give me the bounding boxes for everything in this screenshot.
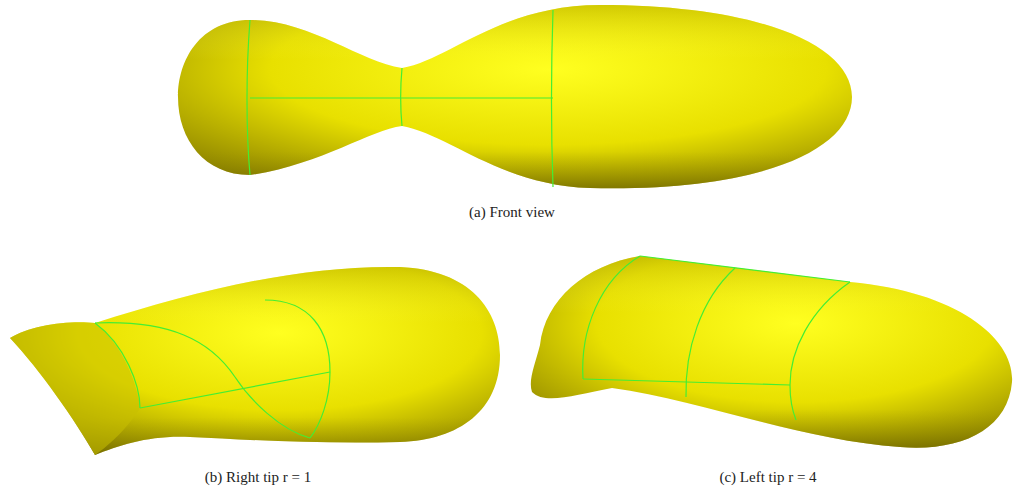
right-tip-shape <box>10 267 500 455</box>
caption-c: (c) Left tip r = 4 <box>719 469 816 486</box>
left-tip-shape <box>531 256 1012 448</box>
caption-b: (b) Right tip r = 1 <box>205 469 311 486</box>
caption-a: (a) Front view <box>469 204 555 221</box>
front-view-shape <box>178 5 852 188</box>
